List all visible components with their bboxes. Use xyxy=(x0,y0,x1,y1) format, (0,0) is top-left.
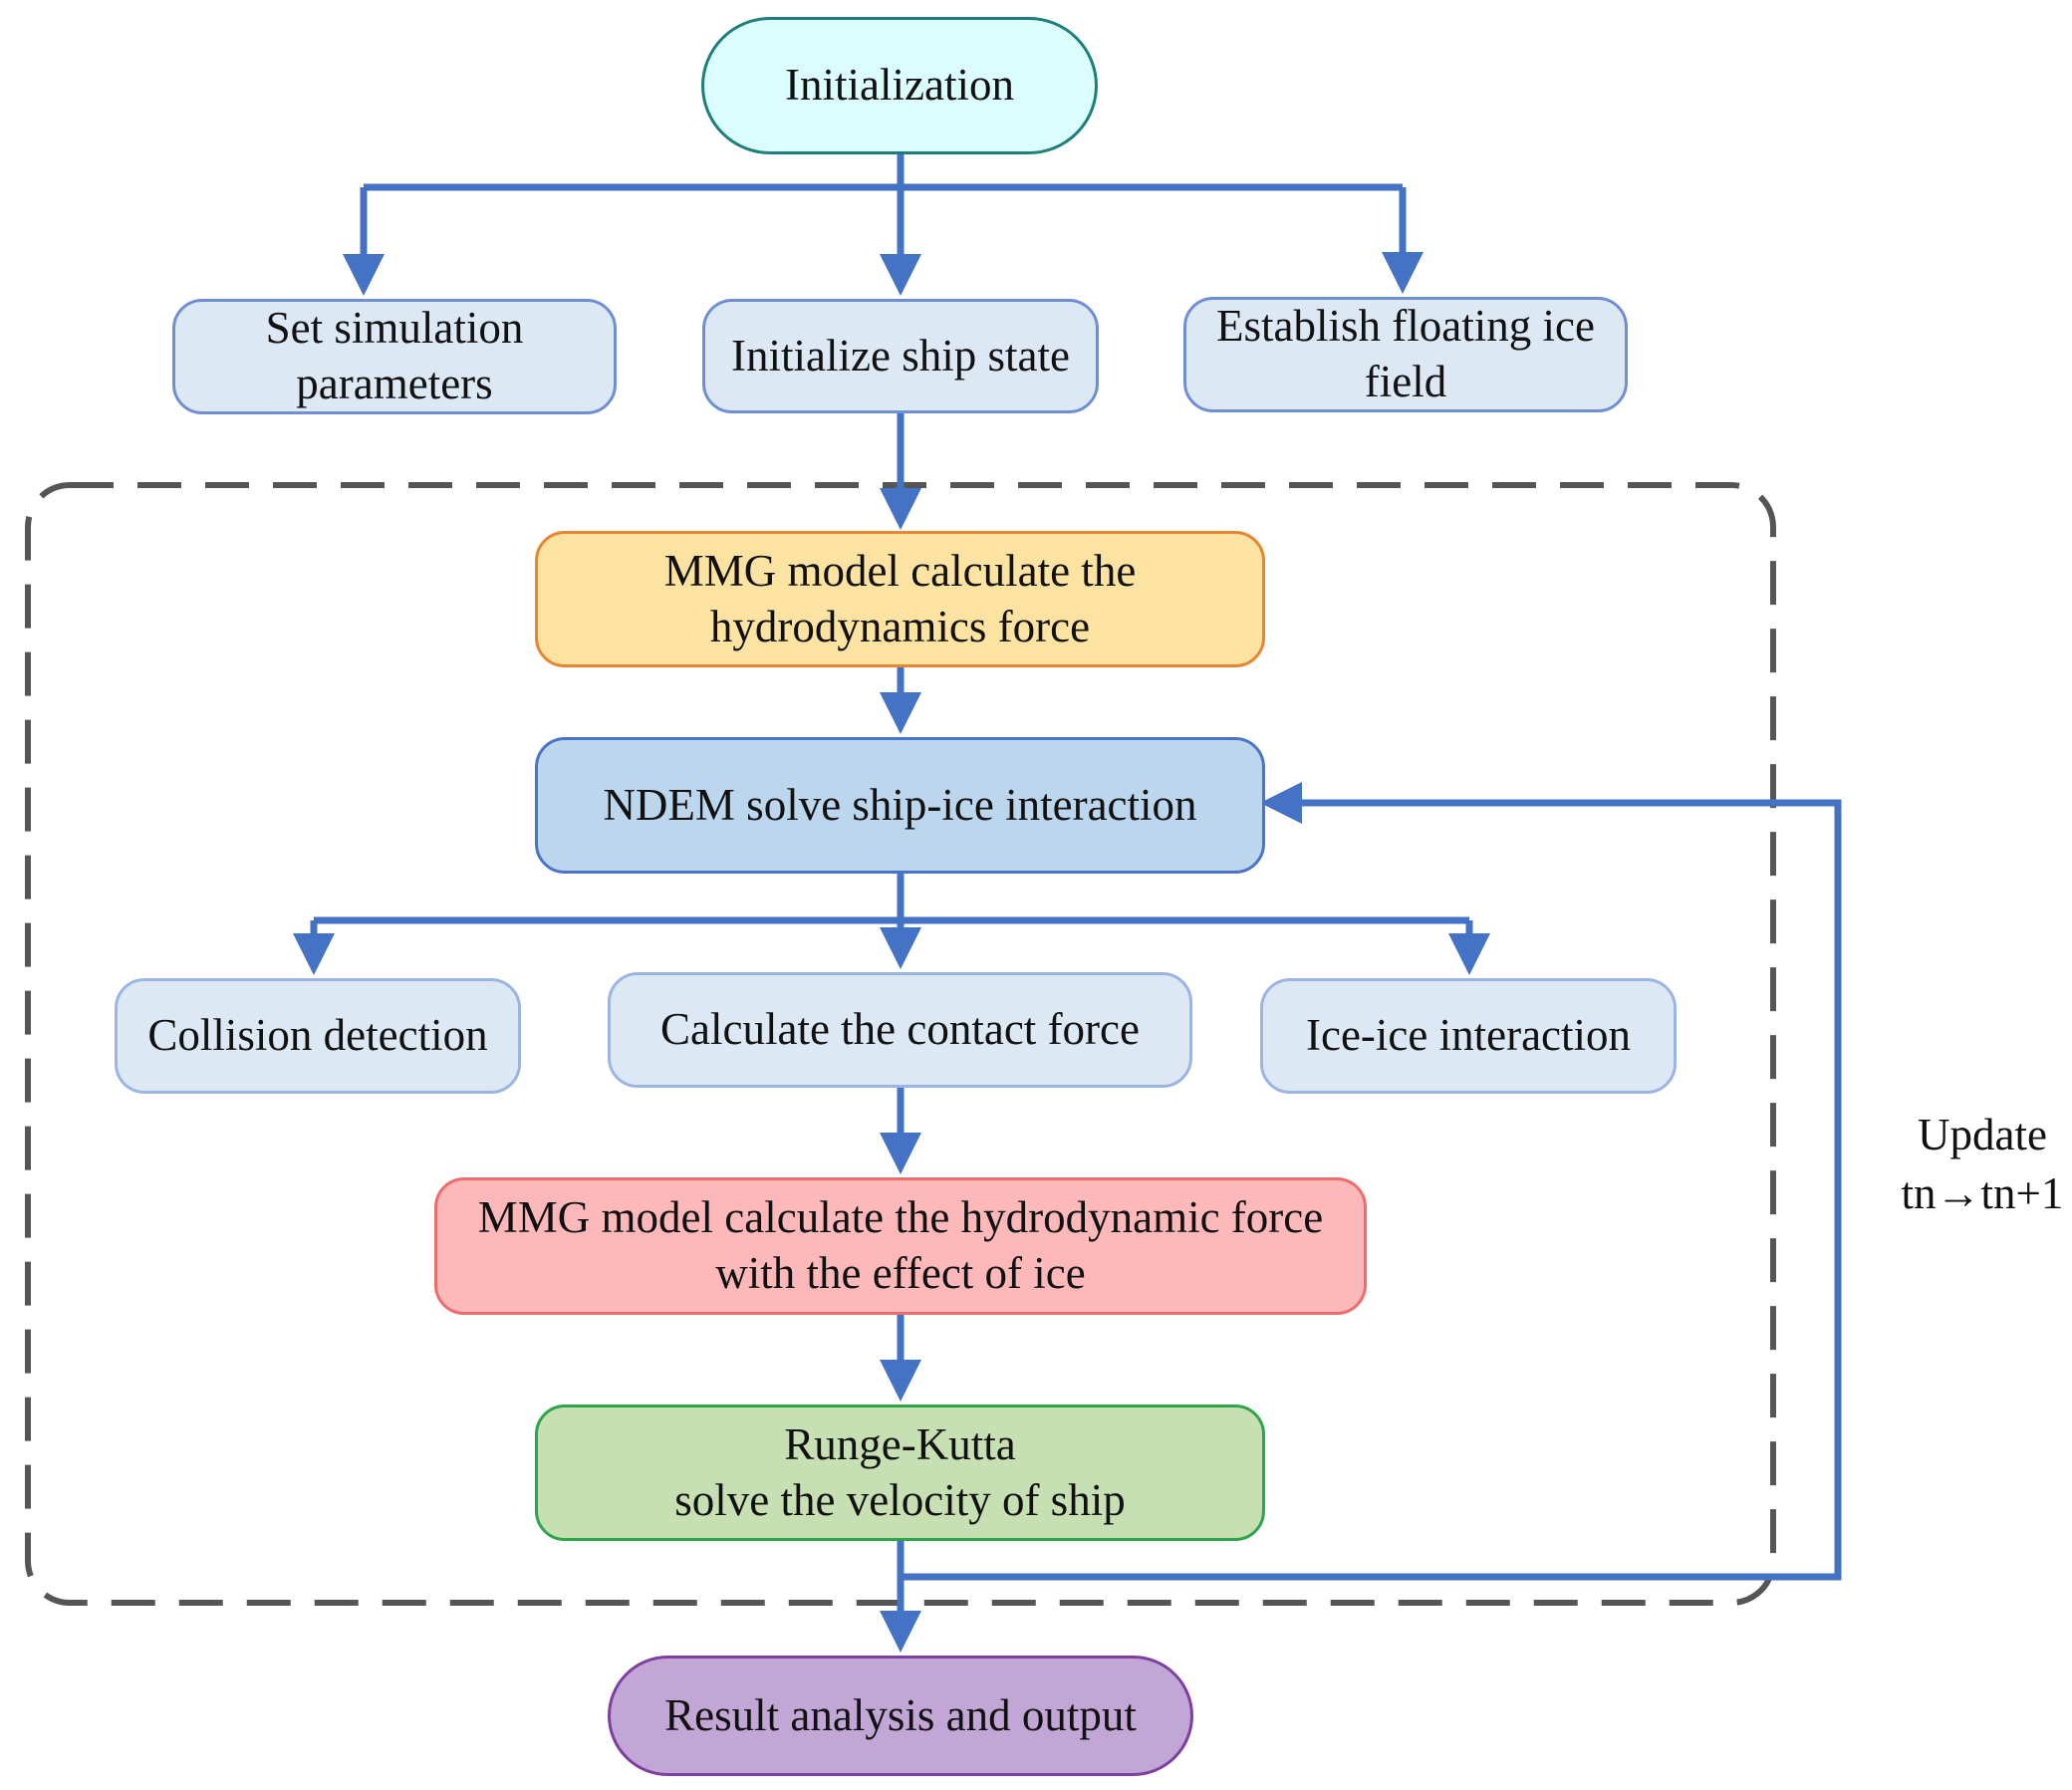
mmg-ice-effect-node: MMG model calculate the hydrodynamic for… xyxy=(434,1177,1367,1315)
contact-force-node: Calculate the contact force xyxy=(608,972,1192,1088)
collision-detection-node: Collision detection xyxy=(115,978,521,1094)
establish-ice-field-node: Establish floating ice field xyxy=(1183,297,1628,412)
set-simulation-parameters-node: Set simulation parameters xyxy=(172,299,617,414)
ice-ice-interaction-node: Ice-ice interaction xyxy=(1260,978,1677,1094)
result-output-node: Result analysis and output xyxy=(608,1656,1193,1776)
mmg-hydrodynamics-node: MMG model calculate the hydrodynamics fo… xyxy=(535,531,1265,667)
initialize-ship-state-node: Initialize ship state xyxy=(702,299,1099,413)
feedback-loop-arrow xyxy=(901,782,1842,1581)
runge-kutta-node: Runge-Kutta solve the velocity of ship xyxy=(535,1405,1265,1541)
update-label-line1: Update xyxy=(1918,1110,2047,1159)
ndem-ship-ice-node: NDEM solve ship-ice interaction xyxy=(535,737,1265,874)
update-label-line2: tn→tn+1 xyxy=(1901,1167,2064,1218)
initialization-node: Initialization xyxy=(701,17,1098,154)
update-label: Update tn→tn+1 xyxy=(1898,1106,2067,1222)
